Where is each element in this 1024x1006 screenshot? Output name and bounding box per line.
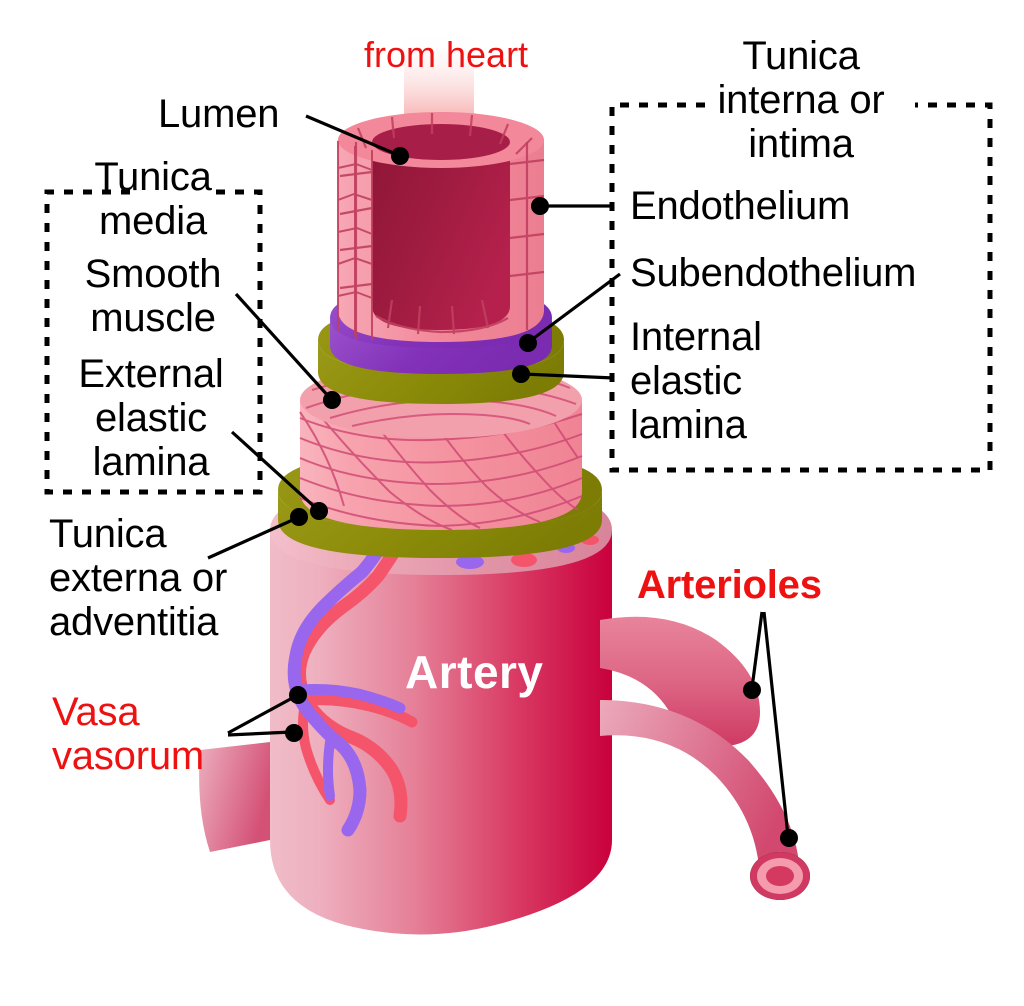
vessel-wall-layers <box>278 112 602 558</box>
arteriole-branches <box>199 616 810 900</box>
vasa-vasorum-label: Vasa vasorum <box>52 690 204 778</box>
tunica-interna-bracket <box>609 102 993 473</box>
smooth-muscle-label: Smooth muscle <box>84 252 222 340</box>
lumen-label: Lumen <box>158 92 280 136</box>
from-heart-label: from heart <box>364 34 529 75</box>
internal-elastic-lamina-label: Internal elastic lamina <box>630 315 762 447</box>
external-elastic-lamina-label: External elastic lamina <box>78 352 224 484</box>
leader-lines <box>207 114 798 847</box>
endothelium-label: Endothelium <box>630 184 851 228</box>
subendothelium-label: Subendothelium <box>630 251 917 295</box>
arterioles-label: Arterioles <box>637 563 822 607</box>
vasa-vasorum-vessels <box>287 527 599 837</box>
tunica-externa-label: Tunica externa or adventitia <box>49 512 228 644</box>
tunica-interna-label: Tunica interna or intima <box>717 34 885 166</box>
tunica-media-label: Tunica media <box>94 155 212 243</box>
artery-title: Artery <box>405 646 544 698</box>
